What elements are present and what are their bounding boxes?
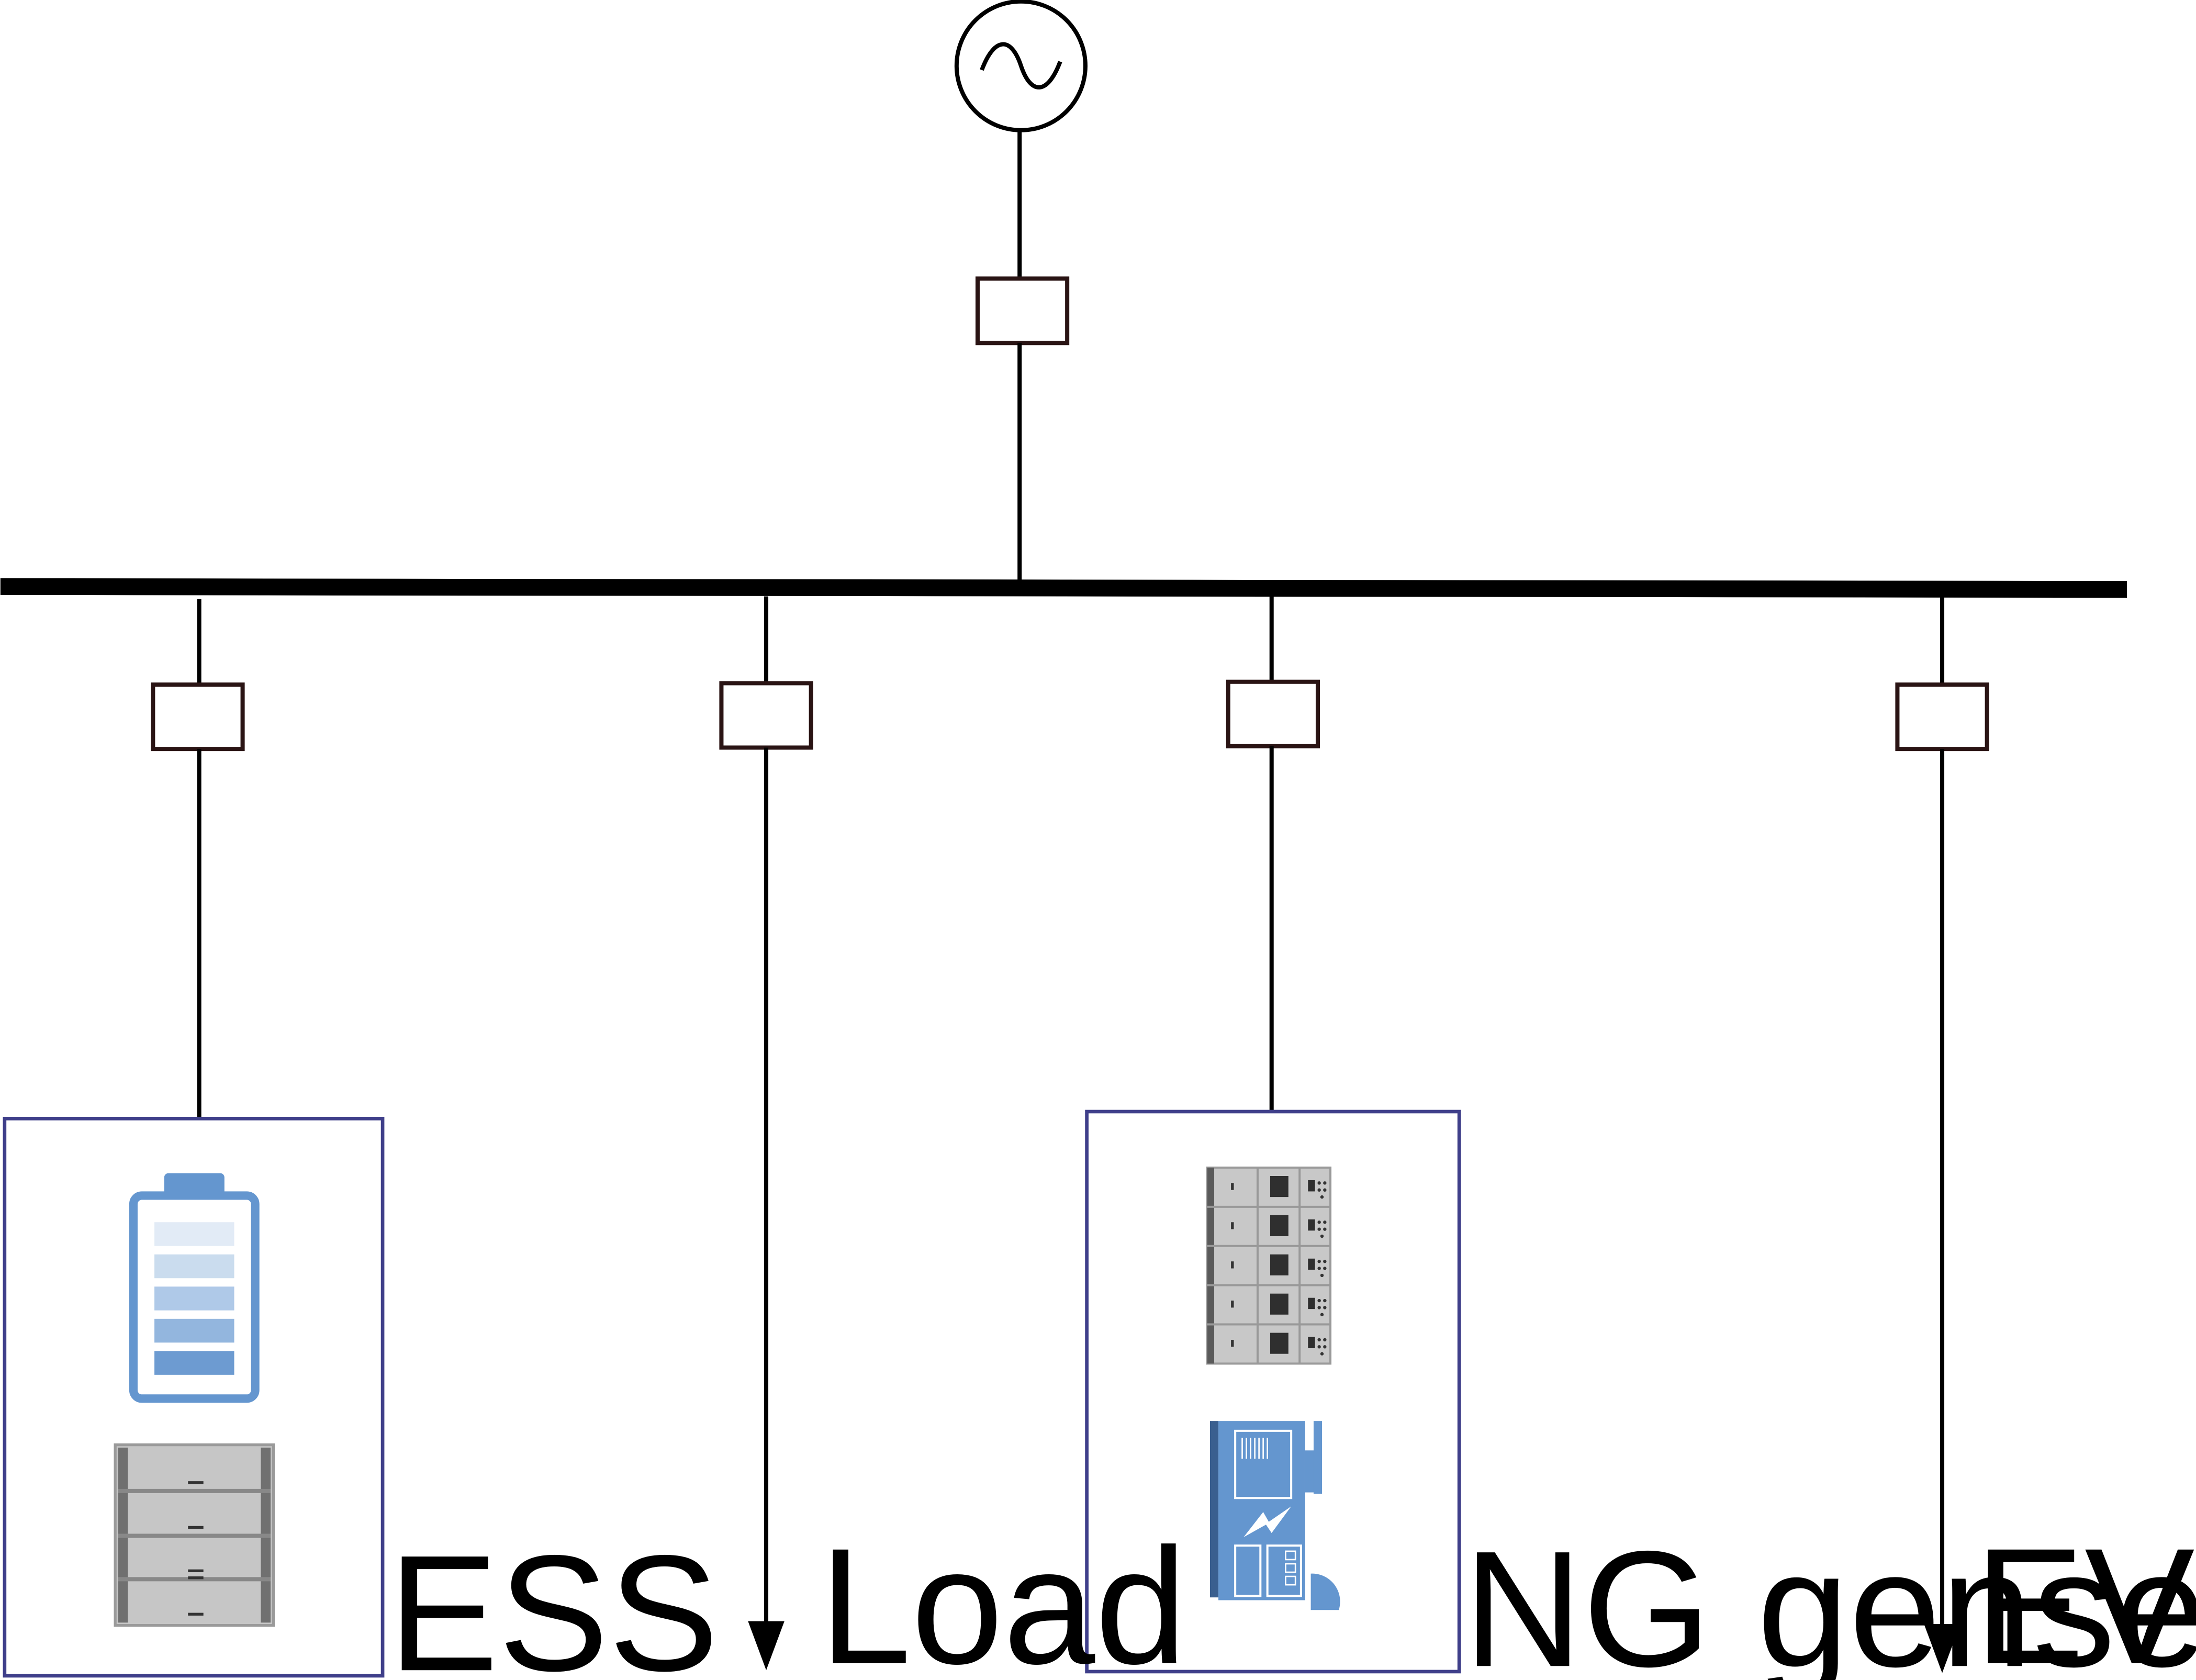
ev-port-breaker	[1895, 682, 1989, 752]
ess-breaker	[151, 682, 245, 752]
main-busbar	[0, 578, 2127, 598]
ev-port-arrowhead	[1924, 1624, 1960, 1673]
ev-port-label: EV Port	[1975, 1514, 2196, 1680]
load-label: Load	[820, 1514, 1187, 1680]
ac-source-icon	[954, 0, 1088, 132]
load-breaker	[719, 681, 813, 750]
load-arrowhead	[748, 1621, 785, 1671]
ng-genset-breaker	[1226, 679, 1320, 748]
battery-rack-icon	[114, 1443, 275, 1627]
generator-set-icon	[1210, 1421, 1340, 1610]
source-breaker	[975, 276, 1070, 345]
ng-genset-label: NG genset	[1463, 1516, 2196, 1680]
ess-label: ESS	[388, 1520, 719, 1680]
battery-icon	[129, 1173, 260, 1403]
switchgear-cabinet-icon	[1206, 1166, 1332, 1365]
